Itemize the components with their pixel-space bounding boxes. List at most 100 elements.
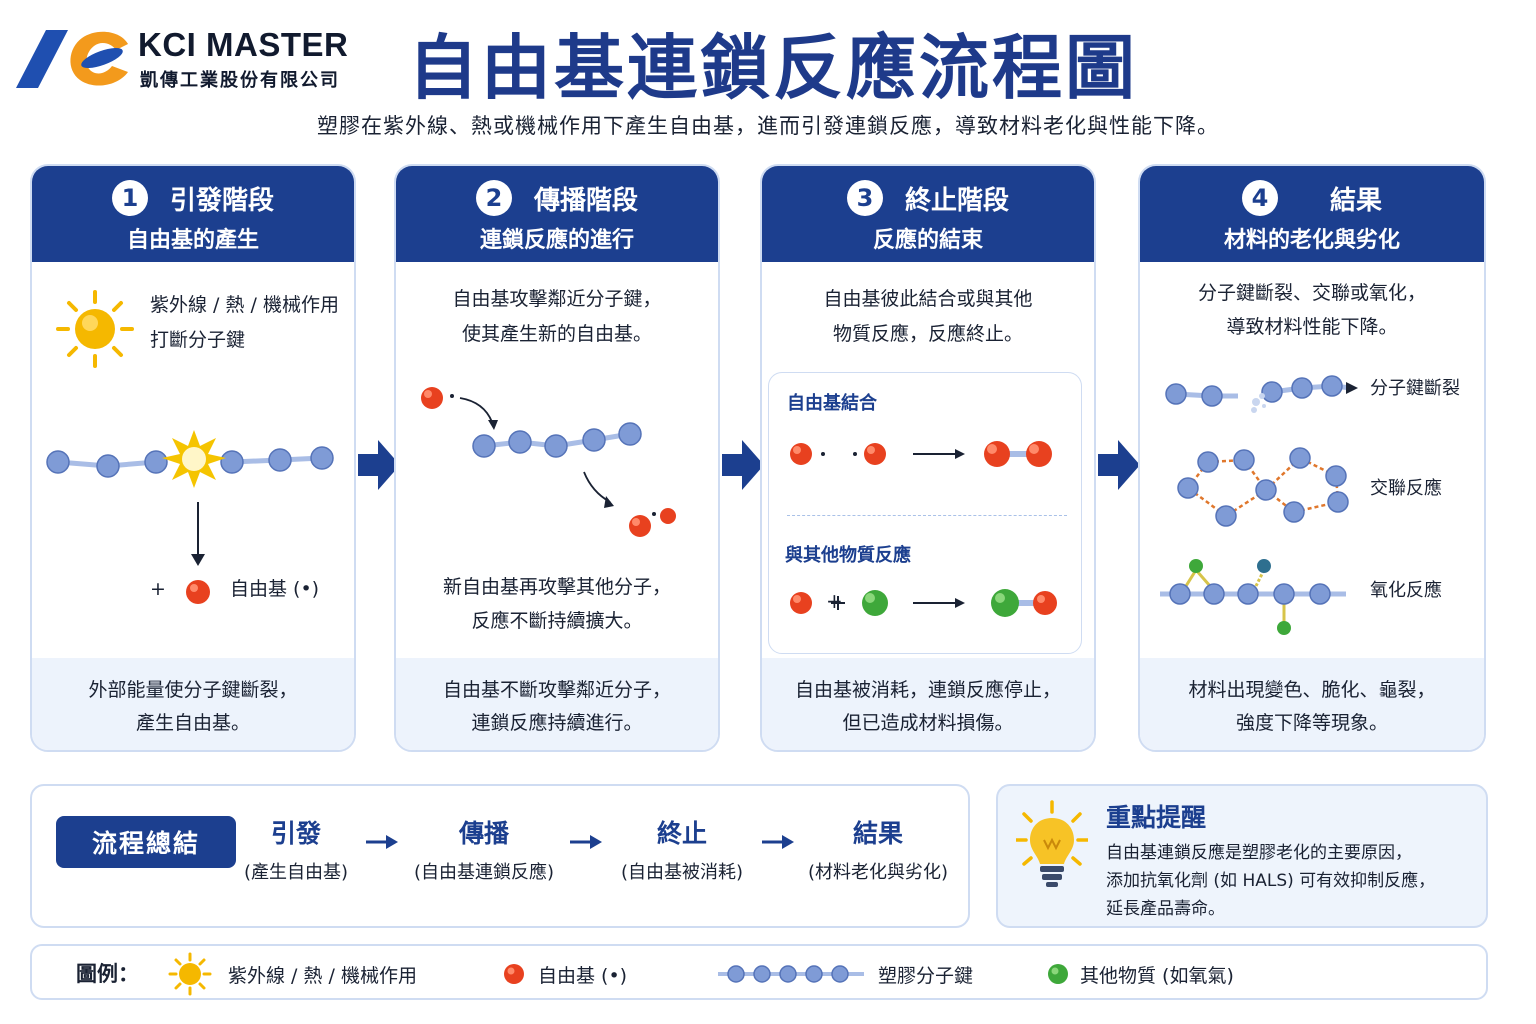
stage-title: 結果: [1329, 185, 1382, 216]
propagation-diagram-icon: [421, 387, 676, 537]
stage-title: 終止階段: [904, 185, 1009, 216]
stage-subtitle: 連鎖反應的進行: [479, 228, 634, 253]
stage-text-line: 物質反應，反應終止。: [832, 323, 1023, 345]
footer-line: 產生自由基。: [135, 712, 250, 734]
summary-step: 傳播 (自由基連鎖反應): [404, 814, 564, 884]
summary-step-desc: (產生自由基): [243, 862, 349, 883]
page-title: 自由基連鎖反應流程圖: [408, 27, 1138, 109]
stage-number: 1: [111, 180, 148, 216]
lightbulb-icon: [1016, 800, 1088, 887]
stage-text-line: 紫外線 / 熱 / 機械作用: [150, 294, 339, 316]
summary-step-title: 引發: [270, 819, 321, 848]
summary-step-title: 結果: [852, 819, 903, 848]
footer-line: 材料出現變色、脆化、龜裂，: [1188, 679, 1436, 701]
brand-subtitle: 凱傳工業股份有限公司: [140, 70, 340, 91]
legend-title: 圖例：: [76, 962, 139, 986]
legend-other-substance-icon: [1048, 964, 1068, 984]
reminder-line: 延長產品壽命。: [1106, 899, 1225, 919]
stage-title: 傳播階段: [533, 185, 638, 216]
stage-footer: 自由基不斷攻擊鄰近分子， 連鎖反應持續進行。: [396, 658, 718, 750]
footer-line: 外部能量使分子鍵斷裂，: [88, 679, 298, 701]
stage-arrow-icon: [722, 440, 764, 490]
radical-icon: [186, 580, 210, 604]
legend-sun-icon: [168, 952, 212, 996]
legend-label: 紫外線 / 熱 / 機械作用: [228, 965, 417, 987]
footer-line: 連鎖反應持續進行。: [471, 712, 643, 734]
stage-text-line: 分子鍵斷裂、交聯或氧化，: [1197, 282, 1426, 304]
down-arrow-icon: [191, 502, 205, 566]
stage-footer: 自由基被消耗，連鎖反應停止， 但已造成材料損傷。: [762, 658, 1094, 750]
legend-label: 自由基 (•): [538, 965, 628, 987]
legend-label: 其他物質 (如氧氣): [1080, 965, 1234, 987]
stage-number: 2: [475, 180, 512, 216]
stage-body: 自由基攻擊鄰近分子鍵， 使其產生新的自由基。 新自由基再攻擊其他分子， 反應不斷…: [396, 262, 718, 658]
summary-step-desc: (自由基被消耗): [620, 862, 744, 883]
stage-text-line: 導致材料性能下降。: [1226, 316, 1398, 338]
stage-card-termination: 3 終止階段 反應的結束 自由基彼此結合或與其他 物質反應，反應終止。 自由基結合…: [760, 164, 1096, 752]
footer-line: 自由基不斷攻擊鄰近分子，: [442, 679, 671, 701]
broken-molecule-chain-icon: [46, 430, 334, 488]
legend: 圖例： 紫外線 / 熱 / 機械作用 自由基 (•) 塑膠分子鍵 其他物質 (如…: [30, 944, 1488, 1000]
stage-title: 引發階段: [169, 185, 274, 216]
kci-logo-icon: [16, 30, 128, 88]
footer-line: 但已造成材料損傷。: [842, 712, 1014, 734]
footer-line: 強度下降等現象。: [1235, 712, 1388, 734]
arrow-right-icon: [570, 835, 602, 849]
oxidation-icon: [1160, 559, 1346, 635]
stage-arrow-icon: [1098, 440, 1140, 490]
inner-label-radical-combination: 自由基結合: [787, 393, 877, 414]
stage-text-line: 反應不斷持續擴大。: [471, 610, 643, 632]
termination-examples-box: 自由基結合 與其他物質反應: [768, 372, 1082, 654]
stage-number: 3: [846, 180, 883, 216]
stage-text-line: 自由基彼此結合或與其他: [823, 288, 1033, 310]
reminder-line: 添加抗氧化劑 (如 HALS) 可有效抑制反應，: [1106, 871, 1436, 891]
summary-step: 引發 (產生自由基): [236, 814, 356, 884]
stage-text-line: 使其產生新的自由基。: [461, 323, 652, 345]
arrow-right-icon: [762, 835, 794, 849]
reminder-line: 自由基連鎖反應是塑膠老化的主要原因，: [1106, 843, 1412, 863]
summary-step: 結果 (材料老化與劣化): [798, 814, 958, 884]
stage-text-line: 新自由基再攻擊其他分子，: [442, 576, 671, 598]
summary-step-title: 傳播: [458, 819, 509, 848]
arrow-right-icon: [366, 835, 398, 849]
reminder-title: 重點提醒: [1106, 803, 1207, 832]
radical-combination-icon: [790, 441, 1052, 467]
result-label-oxidation: 氧化反應: [1370, 580, 1442, 601]
plus-sign: +: [150, 578, 166, 600]
legend-label: 塑膠分子鍵: [878, 965, 974, 987]
page-subtitle: 塑膠在紫外線、熱或機械作用下產生自由基，進而引發連鎖反應，導致材料老化與性能下降…: [317, 114, 1219, 138]
summary-step-desc: (材料老化與劣化): [807, 862, 949, 883]
summary-step-desc: (自由基連鎖反應): [413, 862, 555, 883]
stage-footer: 外部能量使分子鍵斷裂， 產生自由基。: [32, 658, 354, 750]
inner-label-other-substance: 與其他物質反應: [785, 545, 911, 566]
legend-molecule-chain-icon: [718, 965, 864, 983]
sun-icon: [56, 290, 134, 368]
summary-step-title: 終止: [656, 819, 707, 848]
process-summary: 流程總結 引發 (產生自由基) 傳播 (自由基連鎖反應) 終止 (自由基被消耗)…: [30, 784, 970, 928]
summary-badge: 流程總結: [56, 816, 236, 868]
stage-footer: 材料出現變色、脆化、龜裂， 強度下降等現象。: [1140, 658, 1484, 750]
stage-text-line: 自由基攻擊鄰近分子鍵，: [452, 288, 662, 310]
divider-line: [787, 515, 1067, 516]
stage-body: 紫外線 / 熱 / 機械作用 打斷分子鍵 + 自由基 (•): [32, 262, 354, 658]
stage-arrow-icon: [358, 440, 400, 490]
radical-substance-reaction-icon: [790, 589, 1057, 617]
chain-scission-icon: [1165, 375, 1358, 413]
stage-subtitle: 反應的結束: [872, 228, 983, 253]
stage-header: 2 傳播階段 連鎖反應的進行: [396, 166, 718, 262]
stage-text-line: 打斷分子鍵: [150, 329, 246, 351]
stage-number: 4: [1241, 180, 1278, 216]
legend-radical-icon: [504, 964, 524, 984]
company-logo: KCI MASTER 凱傳工業股份有限公司: [16, 22, 356, 92]
plus-sign-visible: +: [826, 589, 843, 613]
result-label-chain-scission: 分子鍵斷裂: [1370, 378, 1460, 399]
stage-header: 3 終止階段 反應的結束: [762, 166, 1094, 262]
footer-line: 自由基被消耗，連鎖反應停止，: [794, 679, 1061, 701]
key-reminder: 重點提醒 自由基連鎖反應是塑膠老化的主要原因， 添加抗氧化劑 (如 HALS) …: [996, 784, 1488, 928]
stage-body: 自由基彼此結合或與其他 物質反應，反應終止。 自由基結合 與其他物質反應: [762, 262, 1094, 658]
